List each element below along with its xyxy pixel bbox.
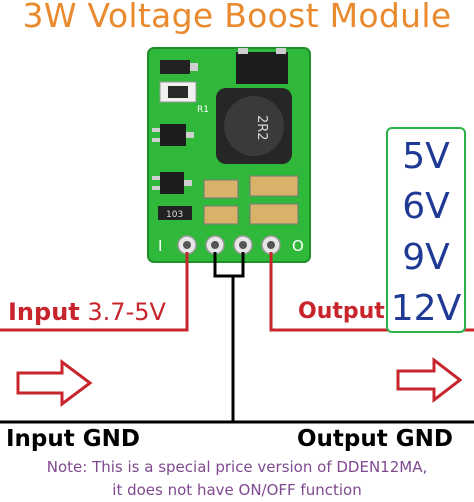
pin-in-label: I — [158, 237, 162, 255]
header-pins — [177, 235, 281, 255]
inductor-label: 2R2 — [254, 115, 269, 141]
r1-silkscreen: R1 — [197, 105, 209, 115]
output-label: Output — [298, 299, 385, 324]
resistor-103-label: 103 — [166, 210, 183, 220]
note-line-1: Note: This is a special price version of… — [46, 458, 428, 476]
input-arrow-icon — [16, 359, 93, 407]
voltage-option: 12V — [390, 288, 462, 329]
pin-out-label: O — [292, 237, 304, 255]
input-voltage-range: 3.7-5V — [87, 298, 166, 326]
note-line-2: it does not have ON/OFF function — [112, 481, 362, 499]
input-gnd-label: Input GND — [6, 426, 140, 452]
gnd-wiring — [0, 252, 474, 424]
page-title: 3W Voltage Boost Module — [22, 0, 452, 35]
voltage-option: 5V — [402, 136, 450, 177]
output-gnd-label: Output GND — [297, 426, 453, 452]
input-label: Input 3.7-5V — [8, 298, 166, 326]
output-arrow-icon — [396, 356, 463, 404]
pcb-board: R1 2R2 103 I O — [147, 47, 311, 263]
voltage-option: 9V — [402, 237, 450, 278]
input-label-text: Input — [8, 298, 80, 326]
voltage-option: 6V — [402, 186, 450, 227]
input-wire — [0, 252, 189, 332]
voltage-options-box: 5V 6V 9V 12V — [386, 127, 466, 333]
